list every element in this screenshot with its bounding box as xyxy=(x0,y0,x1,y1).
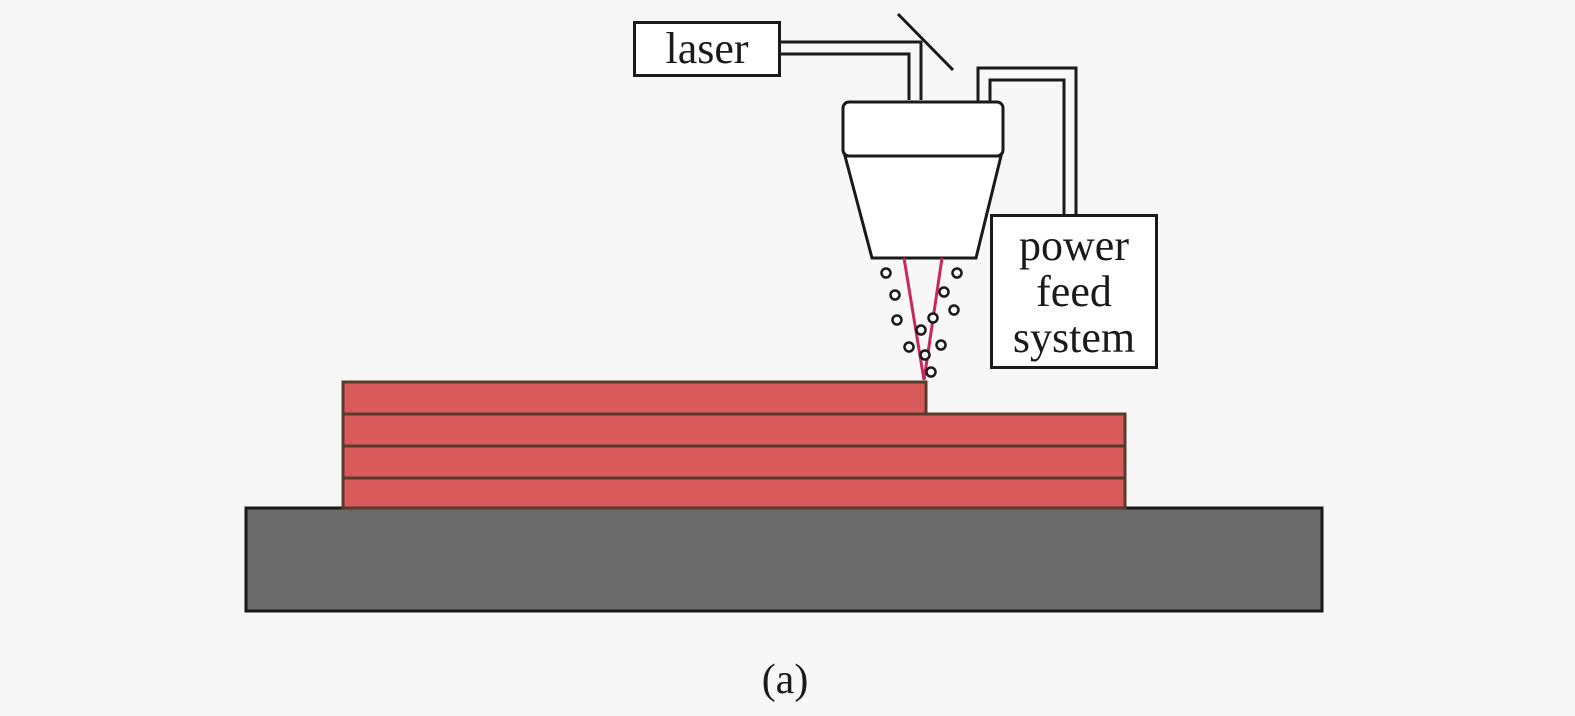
powder-particle xyxy=(903,341,915,353)
deposited-layers xyxy=(341,380,1127,510)
powder-particle xyxy=(891,314,903,326)
figure-caption: (a) xyxy=(761,657,809,703)
substrate-plate xyxy=(244,506,1324,613)
powder-particle xyxy=(927,312,939,324)
powder-particle xyxy=(925,366,937,378)
feed-label-line-2: feed xyxy=(1036,267,1112,316)
powder-particle xyxy=(951,267,963,279)
deposited-layer-4-partial xyxy=(341,380,928,416)
deposition-nozzle xyxy=(841,100,1005,260)
laser-fiber xyxy=(781,40,923,100)
powder-particles xyxy=(880,267,963,378)
powder-particle xyxy=(880,267,892,279)
nozzle-cone xyxy=(843,154,1003,260)
laser-source-box: laser xyxy=(633,21,781,77)
deposited-layer-1 xyxy=(341,476,1127,510)
mirror xyxy=(896,12,955,72)
powder-particle xyxy=(915,324,927,336)
powder-particle xyxy=(919,349,931,361)
feed-label-line-1: power xyxy=(1019,221,1129,270)
laser-label: laser xyxy=(665,24,749,73)
powder-particle xyxy=(935,339,947,351)
powder-feed-tube xyxy=(976,66,1078,214)
powder-particle xyxy=(889,289,901,301)
feed-label-line-3: system xyxy=(1012,313,1136,362)
powder-particle xyxy=(938,286,950,298)
nozzle-body xyxy=(841,100,1005,158)
deposited-layer-2 xyxy=(341,444,1127,480)
powder-feed-system-box: power feed system xyxy=(990,214,1158,369)
deposited-layer-3 xyxy=(341,412,1127,448)
powder-particle xyxy=(948,304,960,316)
